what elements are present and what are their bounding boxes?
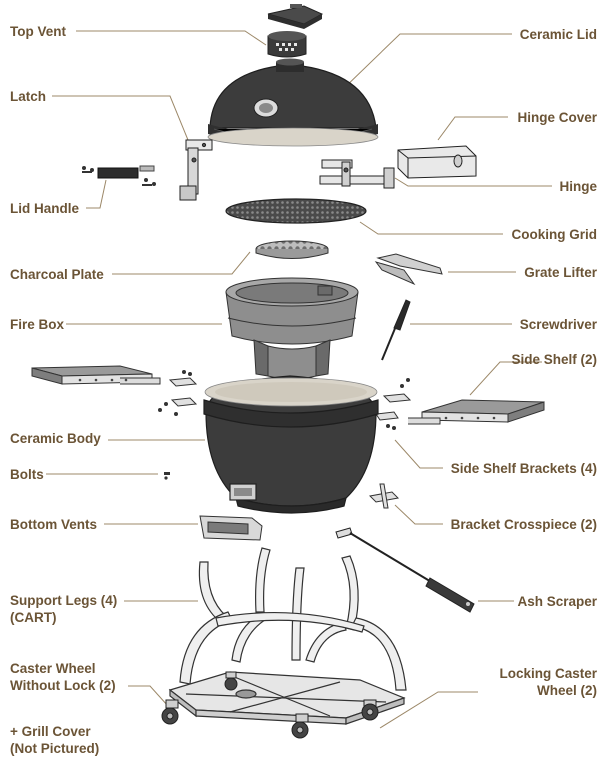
label-grate-lifter: Grate Lifter [524, 265, 597, 280]
label-fire-box: Fire Box [10, 317, 65, 332]
side-shelf-right-graphic [408, 399, 545, 425]
label-top-vent: Top Vent [10, 24, 66, 39]
bottom-vent-graphic [199, 515, 263, 541]
cooking-grid-graphic [225, 198, 367, 224]
top-vent-body-graphic [267, 31, 307, 58]
label-lid-handle: Lid Handle [10, 201, 80, 216]
label-support-legs: Support Legs (4) (CART) [10, 593, 118, 625]
label-grill-cover: + Grill Cover (Not Pictured) [10, 724, 100, 756]
side-shelf-left-graphic [31, 365, 161, 385]
leader-lines [46, 30, 552, 729]
grate-lifter-graphic [374, 253, 443, 286]
label-ceramic-body: Ceramic Body [10, 431, 101, 446]
label-latch: Latch [10, 89, 47, 104]
bolt-graphic [164, 472, 170, 480]
label-hinge-cover: Hinge Cover [517, 110, 597, 125]
label-side-shelf-brackets: Side Shelf Brackets (4) [450, 461, 597, 476]
side-shelf-brackets-graphic [158, 370, 412, 430]
ceramic-body-graphic [203, 375, 379, 514]
label-cooking-grid: Cooking Grid [511, 227, 598, 242]
latch-graphic [179, 139, 213, 201]
label-caster-wheel: Caster Wheel Without Lock (2) [10, 661, 116, 693]
label-charcoal-plate: Charcoal Plate [10, 267, 104, 282]
lid-handle-graphic [82, 165, 156, 186]
ash-scraper-graphic [335, 527, 475, 613]
hinge-graphic [319, 159, 395, 189]
hinge-cover-graphic [397, 145, 477, 179]
top-vent-cap-graphic [267, 4, 324, 29]
support-legs-graphic [179, 547, 407, 691]
label-screwdriver: Screwdriver [519, 317, 597, 332]
caster-wheels-graphic [161, 671, 379, 739]
bracket-crosspiece-graphic [368, 483, 400, 509]
fire-box-graphic [225, 277, 359, 380]
label-ash-scraper: Ash Scraper [517, 594, 597, 609]
ceramic-lid-graphic [207, 58, 379, 147]
label-bottom-vents: Bottom Vents [10, 517, 98, 532]
label-ceramic-lid: Ceramic Lid [519, 27, 597, 42]
label-bolts: Bolts [10, 467, 44, 482]
screwdriver-graphic [381, 299, 411, 361]
label-bracket-crosspiece: Bracket Crosspiece (2) [450, 517, 597, 532]
label-side-shelf: Side Shelf (2) [511, 352, 597, 367]
label-hinge: Hinge [559, 179, 597, 194]
charcoal-plate-graphic [255, 240, 329, 259]
label-locking-caster-wheel: Locking Caster Wheel (2) [499, 666, 597, 698]
